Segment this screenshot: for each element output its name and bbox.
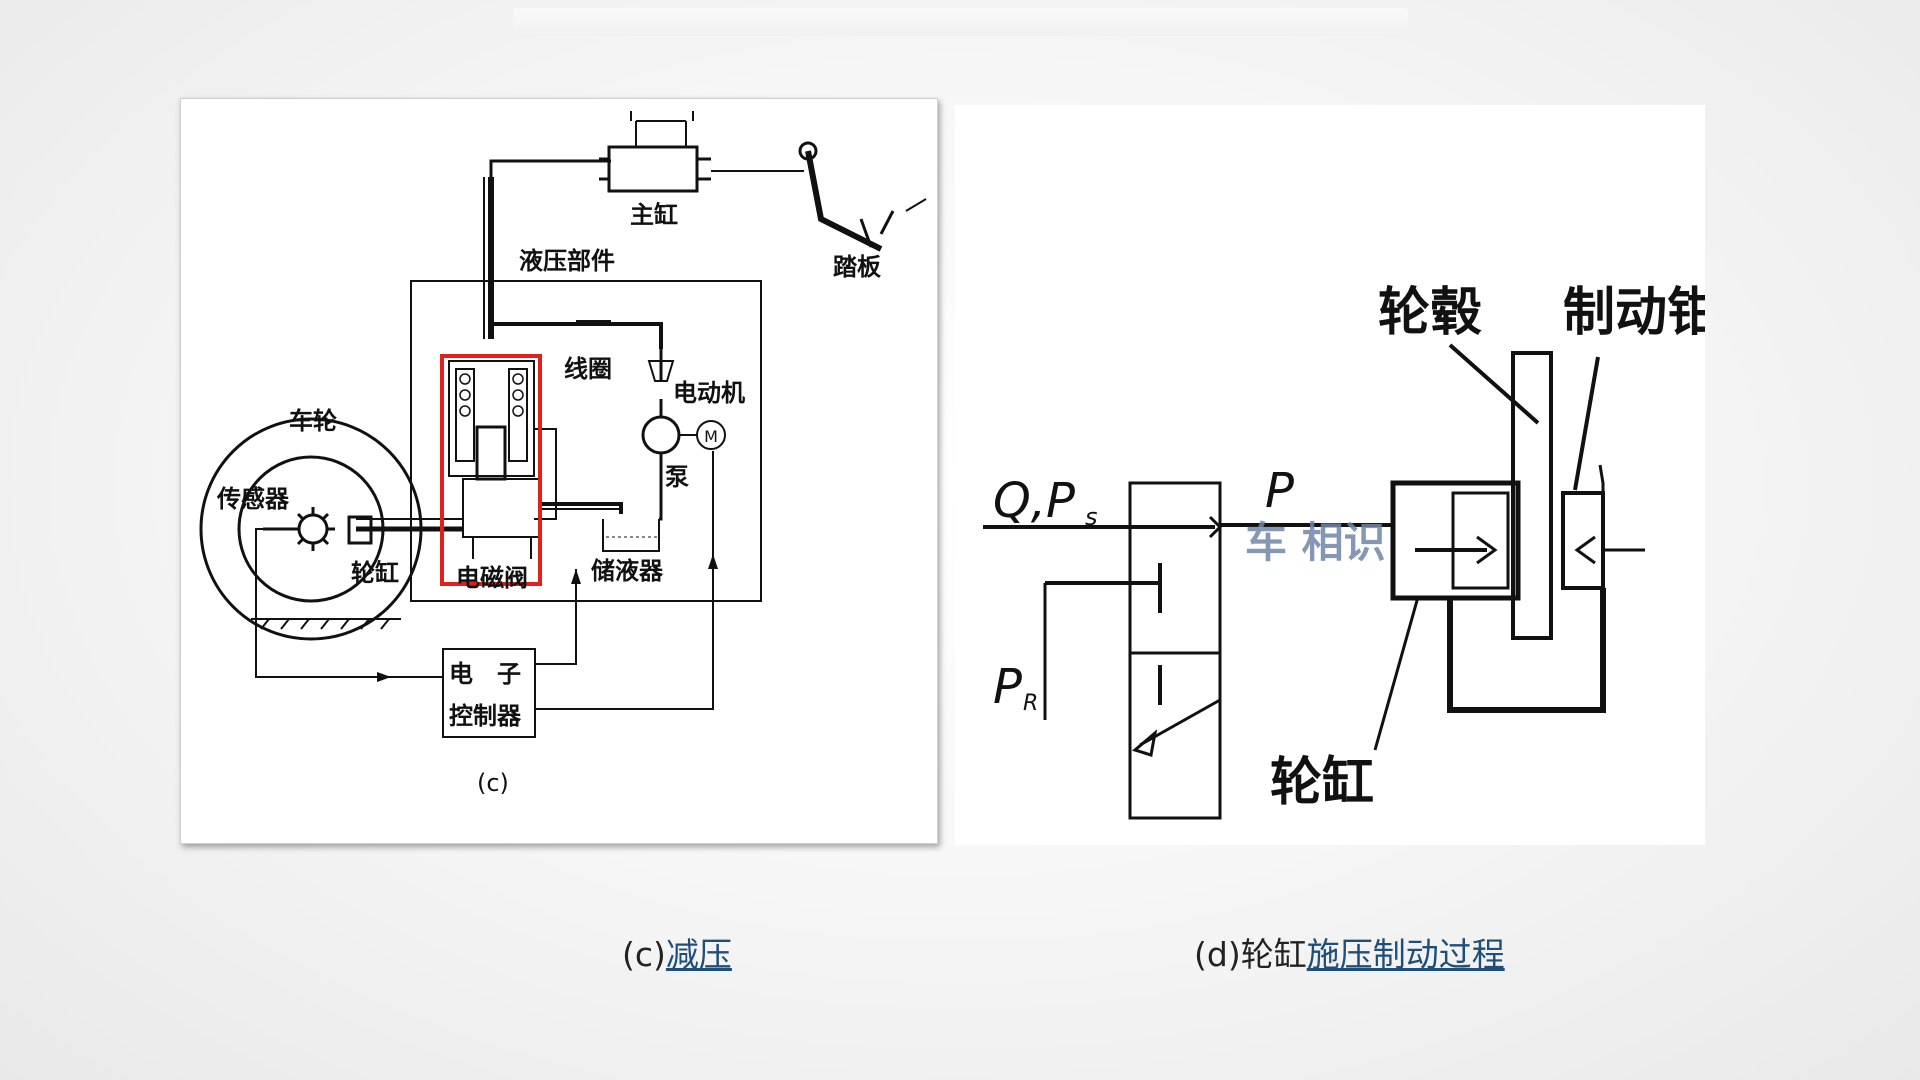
label-wheel-cylinder: 轮缸	[351, 559, 399, 587]
label-reservoir: 储液器	[591, 557, 664, 585]
input-flow-label: Q,P	[993, 473, 1075, 529]
label-caliper: 制动钳	[1563, 283, 1705, 343]
pressure-label: P	[1265, 463, 1294, 519]
return-pressure-subscript: R	[1023, 691, 1038, 716]
wheel-cylinder-panel: Q,P s P P R 轮毂 制动钳 轮缸 车 相识	[955, 105, 1719, 845]
caption-d: (d)轮缸施压制动过程	[1194, 928, 1505, 976]
label-hydraulic-unit: 液压部件	[519, 247, 615, 275]
return-pressure-label: P	[993, 659, 1022, 715]
caption-c-link[interactable]: 减压	[665, 935, 732, 974]
motor-symbol: M	[704, 427, 718, 446]
figure-label-c: (c)	[477, 769, 509, 797]
label-wheel: 车轮	[289, 407, 337, 435]
label-hub: 轮毂	[1378, 283, 1482, 343]
abs-schematic-diagram: 主缸 踏板 液压部件 线圈 电动机 泵 车轮 传感器 轮缸 电磁阀 储液器 电 …	[199, 111, 927, 797]
label-wheel-cylinder-d: 轮缸	[1270, 753, 1374, 813]
slide-title-bar	[513, 8, 1408, 36]
label-pedal: 踏板	[833, 253, 882, 281]
label-coil: 线圈	[564, 355, 612, 383]
label-pump: 泵	[665, 463, 689, 491]
label-motor: 电动机	[673, 379, 745, 407]
caption-c-prefix: (c)	[622, 935, 666, 974]
input-flow-subscript: s	[1085, 503, 1098, 531]
label-master-cylinder: 主缸	[630, 201, 678, 229]
label-solenoid-valve: 电磁阀	[456, 564, 528, 592]
label-ecu-line2: 控制器	[449, 702, 522, 730]
caption-d-link[interactable]: 施压制动过程	[1306, 935, 1505, 974]
watermark: 车 相识	[1245, 518, 1386, 567]
caption-d-prefix: (d)轮缸	[1194, 935, 1307, 974]
wheel-cylinder-diagram: Q,P s P P R 轮毂 制动钳 轮缸 车 相识	[983, 283, 1719, 820]
abs-schematic-panel: 主缸 踏板 液压部件 线圈 电动机 泵 车轮 传感器 轮缸 电磁阀 储液器 电 …	[180, 98, 938, 844]
label-ecu-line1: 电 子	[449, 660, 521, 688]
solenoid-valve-highlight	[440, 354, 542, 586]
caption-c: (c)减压	[622, 928, 732, 976]
label-sensor: 传感器	[216, 485, 290, 513]
